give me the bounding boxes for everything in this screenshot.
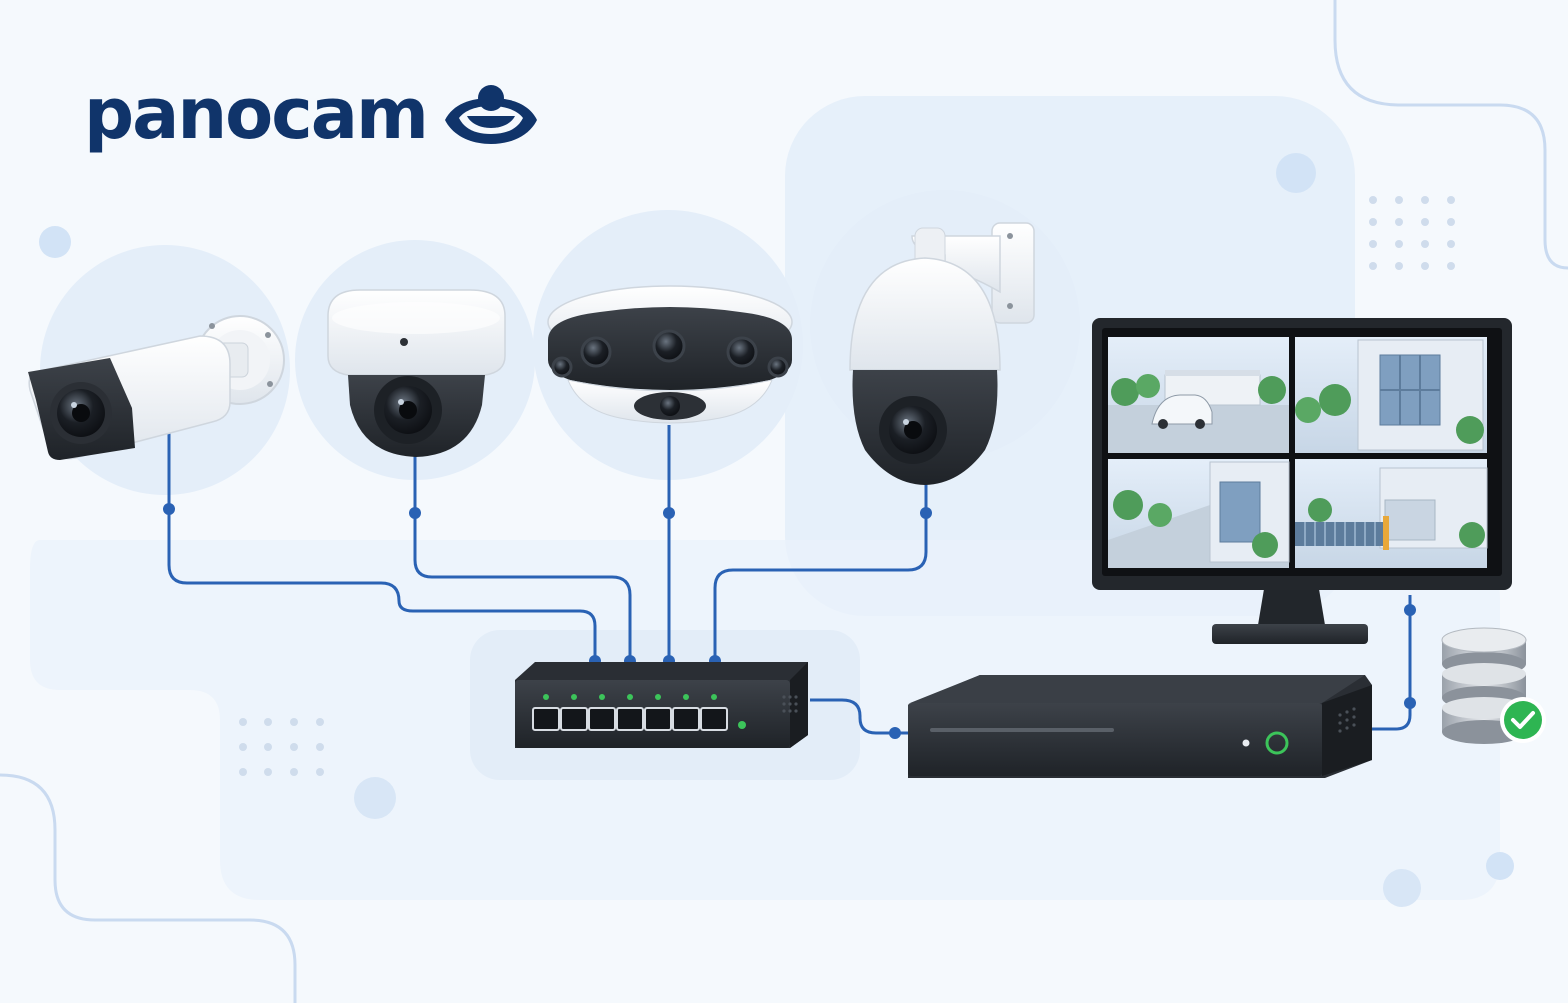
dome-camera-icon <box>327 289 506 457</box>
brand-name: panocam <box>84 73 429 155</box>
monitor-icon <box>1092 318 1512 644</box>
network-cables <box>167 425 1412 735</box>
network-switch-icon <box>515 662 808 748</box>
camera-feed-tiles <box>1108 337 1488 568</box>
brand-logo: panocam <box>84 78 541 150</box>
ptz-camera-icon <box>849 222 1035 485</box>
eye-dome-logo-icon <box>444 85 537 144</box>
bullet-camera-icon <box>28 315 285 460</box>
check-icon <box>1500 697 1546 743</box>
nvr-icon <box>908 675 1372 778</box>
multisensor-camera-icon <box>547 285 793 424</box>
